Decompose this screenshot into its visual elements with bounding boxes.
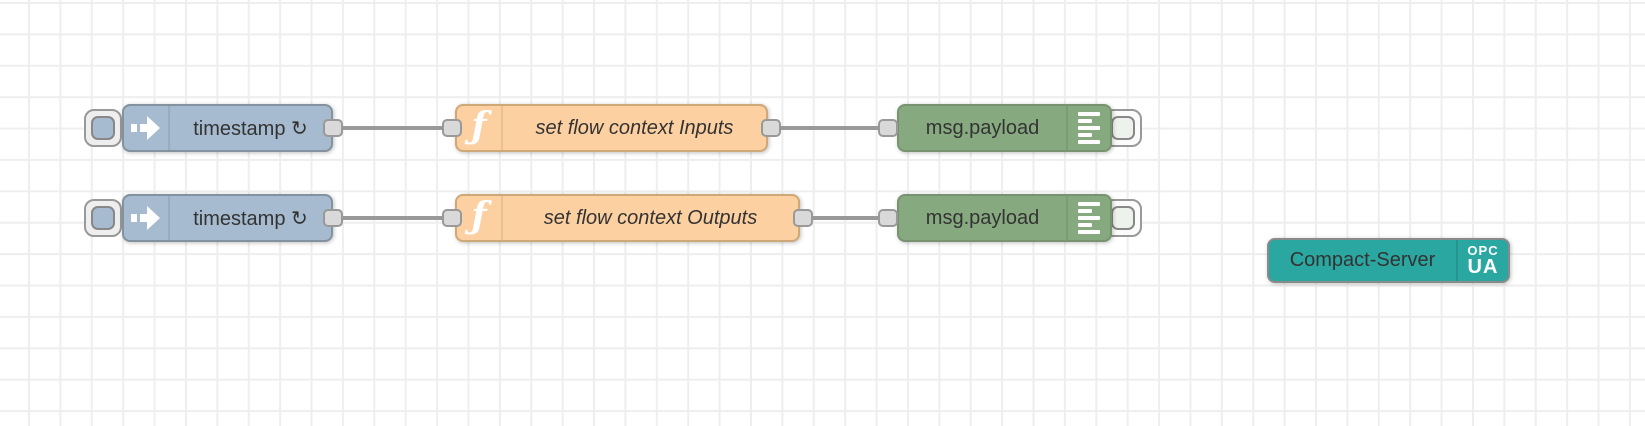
inject-output-port[interactable] xyxy=(323,119,343,137)
function-icon: ƒ xyxy=(457,106,503,150)
wire-function-to-debug[interactable] xyxy=(803,216,888,220)
debug-toggle-button-face xyxy=(1111,116,1135,140)
function-output-port[interactable] xyxy=(761,119,781,137)
function-input-port[interactable] xyxy=(442,119,462,137)
wire-inject-to-function[interactable] xyxy=(333,216,452,220)
debug-list-icon xyxy=(1066,106,1110,150)
function-input-port[interactable] xyxy=(442,209,462,227)
debug-list-icon xyxy=(1066,196,1110,240)
wire-function-to-debug[interactable] xyxy=(771,126,888,130)
inject-node-label: timestamp ↻ xyxy=(193,117,308,140)
inject-trigger-button[interactable] xyxy=(84,109,122,147)
opcua-badge-icon: OPC UA xyxy=(1456,240,1508,281)
inject-node[interactable]: timestamp ↻ xyxy=(122,194,333,242)
debug-node-label: msg.payload xyxy=(925,206,1040,229)
inject-output-port[interactable] xyxy=(323,209,343,227)
inject-node[interactable]: timestamp ↻ xyxy=(122,104,333,152)
function-node[interactable]: ƒ set flow context Inputs xyxy=(455,104,768,152)
inject-node-label: timestamp ↻ xyxy=(193,207,308,230)
inject-trigger-button-face xyxy=(91,116,115,140)
function-node-label: set flow context Inputs xyxy=(535,116,734,139)
inject-trigger-button[interactable] xyxy=(84,199,122,237)
function-output-port[interactable] xyxy=(793,209,813,227)
inject-arrow-icon xyxy=(124,196,170,240)
server-node-label: Compact-Server xyxy=(1289,249,1436,271)
debug-input-port[interactable] xyxy=(878,119,898,137)
debug-node[interactable]: msg.payload xyxy=(897,194,1112,242)
debug-node[interactable]: msg.payload xyxy=(897,104,1112,152)
opcua-compact-server-node[interactable]: Compact-Server OPC UA xyxy=(1267,238,1510,283)
debug-input-port[interactable] xyxy=(878,209,898,227)
debug-node-label: msg.payload xyxy=(925,116,1040,139)
inject-trigger-button-face xyxy=(91,206,115,230)
inject-arrow-icon xyxy=(124,106,170,150)
function-icon: ƒ xyxy=(457,196,503,240)
debug-toggle-button-face xyxy=(1111,206,1135,230)
wire-inject-to-function[interactable] xyxy=(333,126,452,130)
function-node-label: set flow context Outputs xyxy=(543,206,758,229)
function-node[interactable]: ƒ set flow context Outputs xyxy=(455,194,800,242)
